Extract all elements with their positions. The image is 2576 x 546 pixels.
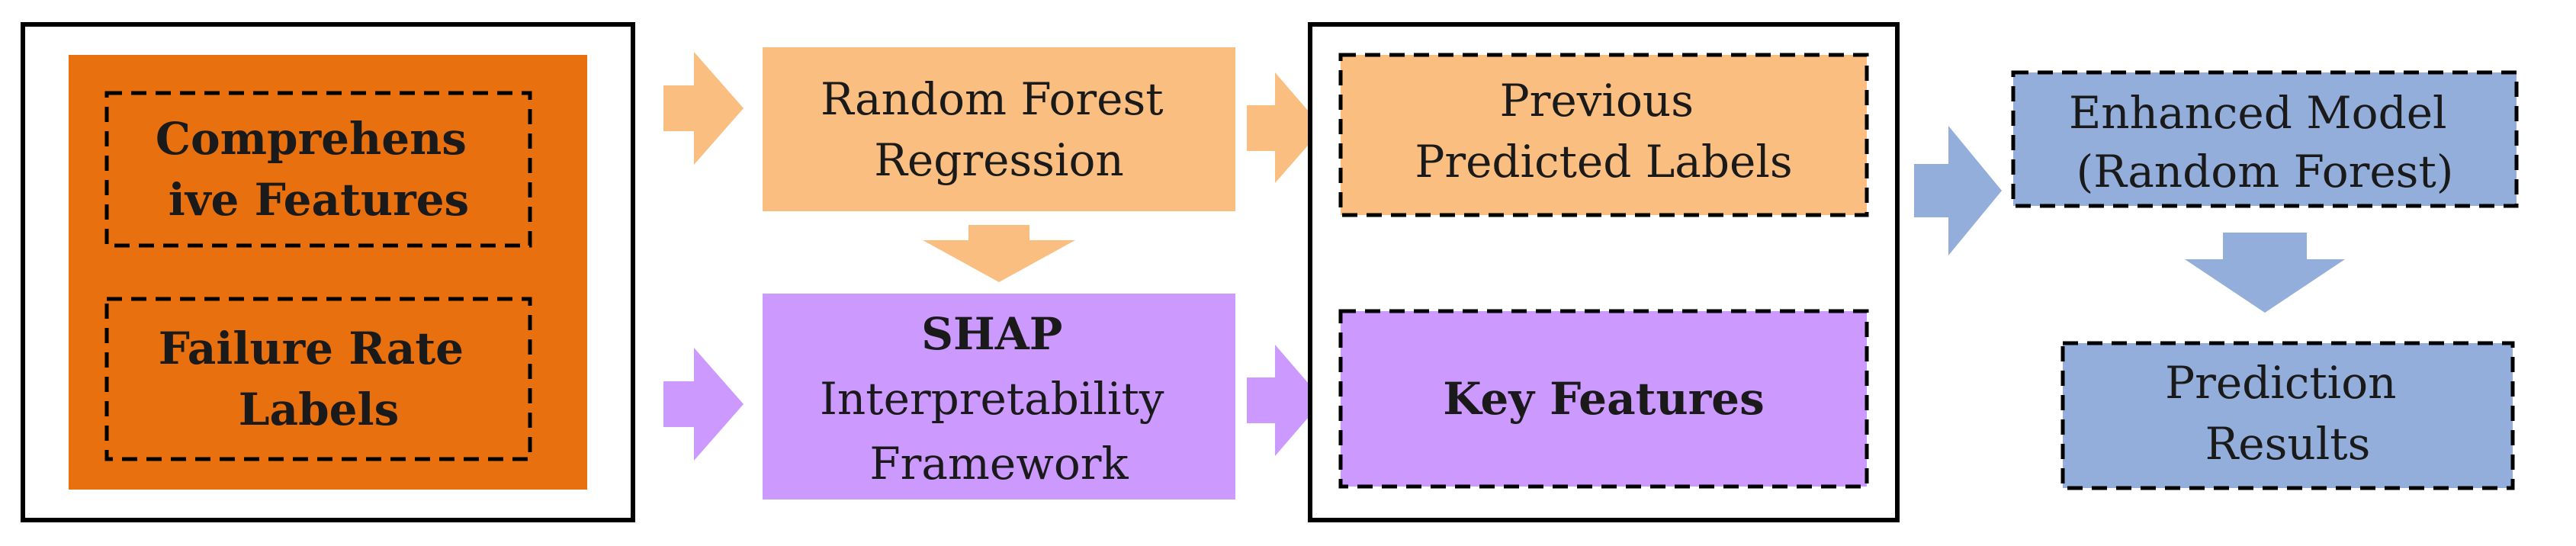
arrow-down-to-prediction-icon — [2185, 233, 2345, 313]
failure-rate-labels-box — [104, 297, 532, 461]
random-forest-regression-label: Random Forest Regression — [821, 73, 1177, 186]
input-orange-panel — [69, 55, 587, 490]
shap-framework-box — [763, 294, 1235, 499]
enhanced-model-label: Enhanced Model (Random Forest) — [2069, 87, 2461, 198]
prediction-results-label: Prediction Results — [2165, 357, 2411, 470]
enhanced-model-box — [2011, 70, 2519, 208]
comprehensive-features-label: Comprehens ive Features — [156, 113, 482, 226]
comprehensive-features-box — [104, 91, 532, 248]
arrow-to-shap-icon — [663, 348, 744, 461]
arrow-to-enhanced-model-icon — [1914, 126, 2002, 255]
shap-framework-label: SHAP Interpretability Framework — [820, 308, 1178, 490]
previous-predicted-labels-label: Previous Predicted Labels — [1415, 75, 1792, 188]
arrow-to-key-features-icon — [1247, 345, 1323, 456]
failure-rate-labels-label: Failure Rate Labels — [159, 323, 479, 435]
previous-predicted-labels-box — [1338, 53, 1869, 217]
arrow-to-previous-labels-icon — [1247, 72, 1323, 183]
key-features-box — [1338, 309, 1869, 489]
random-forest-regression-box — [763, 47, 1235, 211]
prediction-results-box — [2060, 341, 2515, 490]
arrow-to-random-forest-icon — [663, 52, 744, 165]
key-features-label: Key Features — [1443, 373, 1765, 425]
arrow-down-to-shap-icon — [923, 225, 1075, 282]
